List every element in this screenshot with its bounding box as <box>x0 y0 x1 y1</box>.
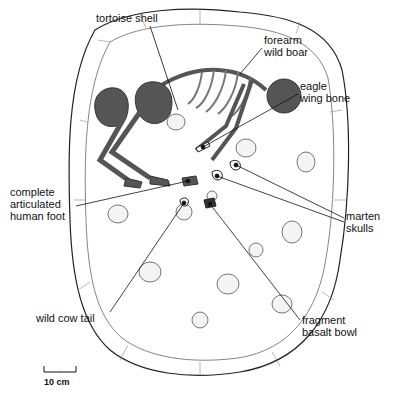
callout-label: forearm wild boar <box>264 34 320 58</box>
wild-cow-tail <box>180 198 188 206</box>
leader-line <box>76 181 188 206</box>
grave-goods <box>180 142 240 208</box>
skeleton <box>95 70 301 188</box>
pelvis <box>135 82 172 124</box>
scale-bar-line <box>44 366 76 372</box>
stone <box>297 152 315 172</box>
leader-dot <box>186 179 190 183</box>
skull <box>267 79 301 113</box>
marten-skull <box>212 170 222 180</box>
stone <box>272 295 292 313</box>
leader-line <box>240 48 262 74</box>
leader-line <box>110 203 184 312</box>
stone <box>167 114 185 130</box>
stone <box>108 205 128 223</box>
basalt-bowl-fragment <box>204 198 216 208</box>
leader-dot <box>215 174 219 178</box>
marten-skull <box>230 160 240 170</box>
leader-line <box>203 94 298 147</box>
callout-label: marten skulls <box>346 210 390 234</box>
scale-label: 10 cm <box>44 376 84 388</box>
leader-line <box>150 26 178 110</box>
callout-label: eagle wing bone <box>300 80 352 104</box>
leg-bones <box>100 112 150 180</box>
callout-label: complete articulated human foot <box>10 186 76 222</box>
leader-dot <box>201 145 205 149</box>
eagle-wing-bone <box>196 142 210 152</box>
stone <box>249 243 263 257</box>
leader-lines <box>76 26 344 320</box>
leader-line <box>210 204 300 320</box>
callout-label: fragment basalt bowl <box>302 314 368 338</box>
callout-label: wild cow tail <box>36 312 126 324</box>
stone <box>192 312 208 328</box>
leader-dot <box>208 202 212 206</box>
leader-dot <box>182 201 186 205</box>
stone <box>217 274 239 294</box>
scale-bar <box>44 366 76 372</box>
arm-bones <box>196 80 252 160</box>
leader-line <box>217 176 344 222</box>
stone <box>282 221 302 243</box>
leader-dot <box>234 163 238 167</box>
stone <box>236 139 256 157</box>
leader-line <box>236 165 344 218</box>
grave-inner-edge <box>85 24 334 360</box>
stones <box>108 114 315 328</box>
human-foot <box>182 176 198 186</box>
callout-label: tortoise shell <box>96 12 196 24</box>
